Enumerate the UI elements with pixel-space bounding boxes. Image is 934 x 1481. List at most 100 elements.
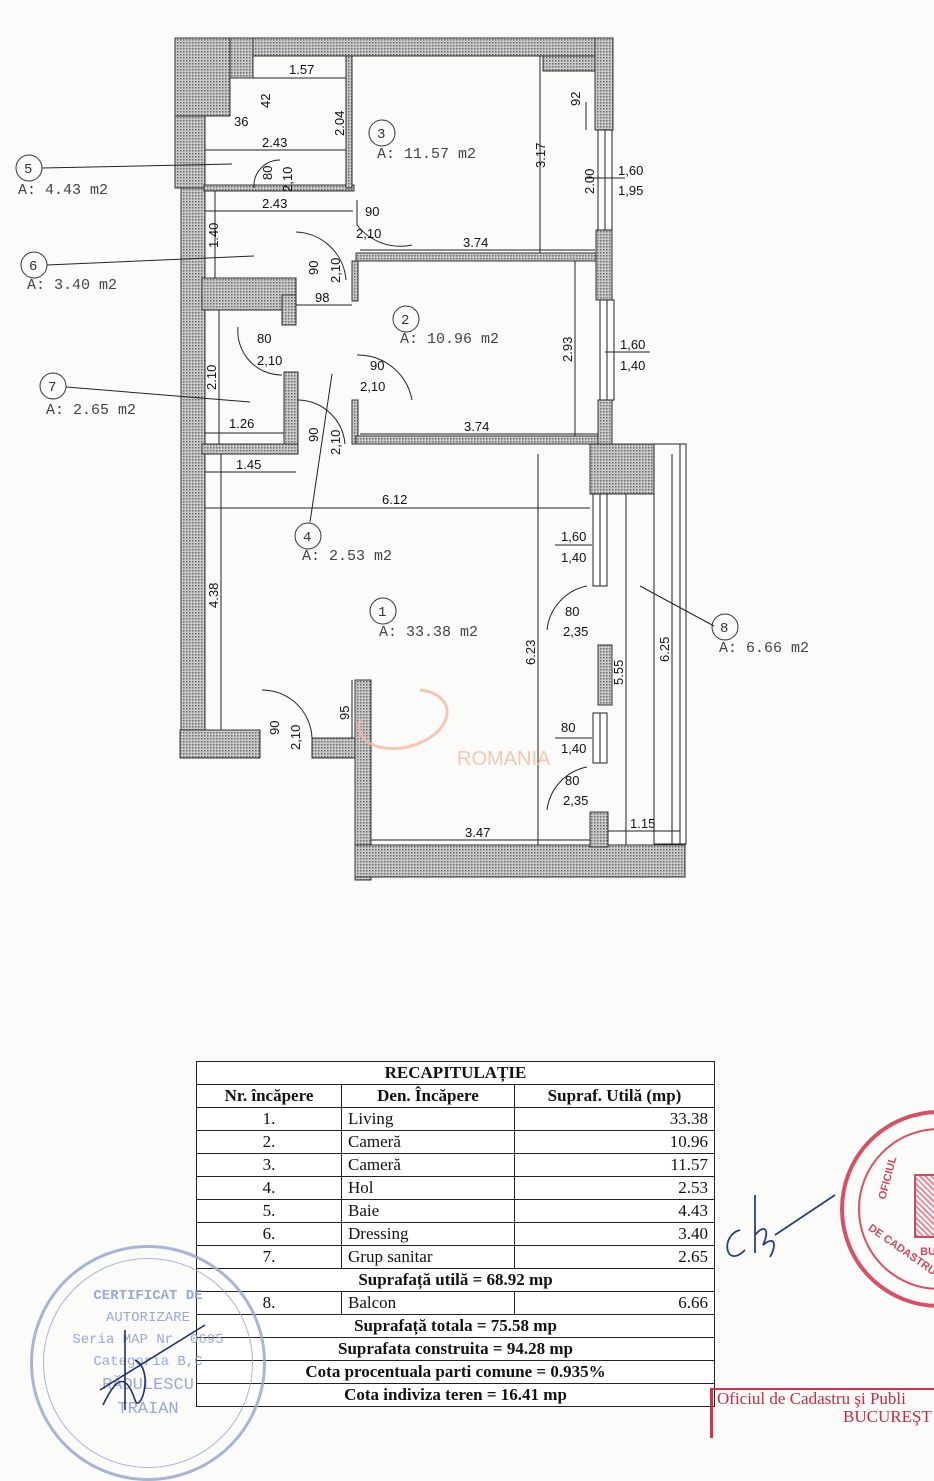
dim-243b: 2.43 xyxy=(262,196,287,211)
dim-115: 1.15 xyxy=(630,816,655,831)
svg-text:90: 90 xyxy=(370,358,384,373)
dim-98: 98 xyxy=(315,290,329,305)
room-6-callout: 6 A: 3.40 m2 xyxy=(20,251,117,294)
room-8-callout: 8 A: 6.66 m2 xyxy=(711,613,809,657)
room-callouts: 3 A: 11.57 m2 5 A: 4.43 m2 6 A: 3.40 m2 … xyxy=(15,119,809,657)
svg-text:2,35: 2,35 xyxy=(563,624,588,639)
dim-140: 1.40 xyxy=(206,223,221,248)
dim-438: 4.38 xyxy=(206,583,221,608)
dim-157: 1.57 xyxy=(289,62,314,77)
dim-126: 1.26 xyxy=(229,416,254,431)
recap-title: RECAPITULAȚIE xyxy=(196,1061,715,1085)
dim-625: 6.25 xyxy=(657,637,672,662)
col-header-nr: Nr. încăpere xyxy=(196,1084,342,1108)
room-1-callout: 1 A: 33.38 m2 xyxy=(369,597,478,641)
doors xyxy=(237,159,588,811)
dim-145: 1.45 xyxy=(236,457,261,472)
cadastre-office-label: Oficiul de Cadastru şi Publi BUCUREŞT xyxy=(710,1388,934,1438)
svg-text:A: 11.57 m2: A: 11.57 m2 xyxy=(377,146,476,163)
door-labels: 80 2,10 90 2,10 90 2,10 80 2,10 90 2,10 … xyxy=(257,166,588,808)
dimension-texts: 1.57 42 36 2.04 2.43 2.43 1.40 3.17 92 2… xyxy=(204,62,672,840)
dim-612: 6.12 xyxy=(382,492,407,507)
svg-text:A: 2.65 m2: A: 2.65 m2 xyxy=(46,402,136,419)
dim-243a: 2.43 xyxy=(262,135,287,150)
dim-210-wc: 2.10 xyxy=(204,365,219,390)
svg-text:1,60: 1,60 xyxy=(620,337,645,352)
svg-text:A: 33.38 m2: A: 33.38 m2 xyxy=(379,624,478,641)
svg-text:4: 4 xyxy=(303,530,311,546)
signature-2 xyxy=(726,1194,836,1258)
svg-text:A: 2.53 m2: A: 2.53 m2 xyxy=(302,548,392,565)
dimension-lines xyxy=(205,56,680,845)
svg-text:8: 8 xyxy=(720,621,728,637)
svg-text:2,10: 2,10 xyxy=(288,725,303,750)
svg-text:1,60: 1,60 xyxy=(618,163,643,178)
svg-text:2: 2 xyxy=(401,313,409,329)
room-2-callout: 2 A: 10.96 m2 xyxy=(392,305,499,348)
coat-of-arms-icon xyxy=(914,1174,934,1238)
col-header-area: Supraf. Utilă (mp) xyxy=(514,1084,715,1108)
svg-text:A: 4.43 m2: A: 4.43 m2 xyxy=(18,182,108,199)
col-header-name: Den. Încăpere xyxy=(341,1084,515,1108)
svg-text:1,40: 1,40 xyxy=(620,358,645,373)
svg-text:90: 90 xyxy=(306,261,321,275)
dim-204: 2.04 xyxy=(332,111,347,136)
svg-text:80: 80 xyxy=(257,331,271,346)
svg-text:80: 80 xyxy=(561,720,575,735)
cadastre-stamp: OFICIUL DE CADASTRU , BUCU xyxy=(840,1110,934,1308)
recap-header-row: Nr. încăpere Den. Încăpere Supraf. Utilă… xyxy=(196,1084,715,1108)
svg-text:1,60: 1,60 xyxy=(561,529,586,544)
dim-36: 36 xyxy=(234,114,248,129)
signature-1 xyxy=(99,1324,206,1410)
floor-plan: 1.57 42 36 2.04 2.43 2.43 1.40 3.17 92 2… xyxy=(15,37,809,881)
svg-text:2,35: 2,35 xyxy=(563,793,588,808)
svg-text:90: 90 xyxy=(267,721,282,735)
svg-text:1,95: 1,95 xyxy=(618,183,643,198)
watermark: ROMANIA xyxy=(357,688,551,770)
dim-95: 95 xyxy=(337,706,352,720)
room-7-callout: 7 A: 2.65 m2 xyxy=(39,372,136,419)
dim-42: 42 xyxy=(258,94,273,108)
land-share: Cota indiviza teren = 16.41 mp xyxy=(196,1383,715,1407)
room-3-callout: 3 A: 11.57 m2 xyxy=(368,119,476,163)
useful-area-total: Suprafață utilă = 68.92 mp xyxy=(196,1268,715,1292)
dim-293: 2.93 xyxy=(560,337,575,362)
dim-200: 2.00 xyxy=(582,169,597,194)
svg-text:80: 80 xyxy=(260,166,275,180)
room-4-callout: 4 A: 2.53 m2 xyxy=(294,522,392,565)
svg-text:A: 3.40 m2: A: 3.40 m2 xyxy=(27,277,117,294)
dim-317: 3.17 xyxy=(533,143,548,168)
svg-text:80: 80 xyxy=(565,604,579,619)
svg-text:5: 5 xyxy=(24,162,32,178)
svg-text:7: 7 xyxy=(48,380,56,396)
total-area: Suprafață totala = 75.58 mp xyxy=(196,1314,715,1338)
leader-lines xyxy=(41,163,715,627)
svg-text:2,10: 2,10 xyxy=(280,167,295,192)
svg-text:2,10: 2,10 xyxy=(360,379,385,394)
svg-text:6: 6 xyxy=(29,259,37,275)
dim-347: 3.47 xyxy=(465,825,490,840)
dim-374b: 3.74 xyxy=(464,419,489,434)
svg-text:A: 6.66 m2: A: 6.66 m2 xyxy=(719,640,809,657)
svg-text:90: 90 xyxy=(365,204,379,219)
svg-text:80: 80 xyxy=(565,773,579,788)
svg-text:1,40: 1,40 xyxy=(561,741,586,756)
svg-text:2,10: 2,10 xyxy=(328,430,343,455)
svg-text:2,10: 2,10 xyxy=(257,353,282,368)
window-labels: 1,60 1,95 1,60 1,40 1,60 1,40 80 1,40 xyxy=(555,163,645,756)
windows xyxy=(592,129,687,845)
svg-text:3: 3 xyxy=(377,127,385,143)
common-share: Cota procentuala parti comune = 0.935% xyxy=(196,1360,715,1384)
dim-623: 6.23 xyxy=(523,640,538,665)
svg-text:1,40: 1,40 xyxy=(561,550,586,565)
dim-555: 5.55 xyxy=(611,660,626,685)
walls xyxy=(174,37,686,881)
svg-text:2,10: 2,10 xyxy=(356,226,381,241)
svg-text:A: 10.96 m2: A: 10.96 m2 xyxy=(400,331,499,348)
